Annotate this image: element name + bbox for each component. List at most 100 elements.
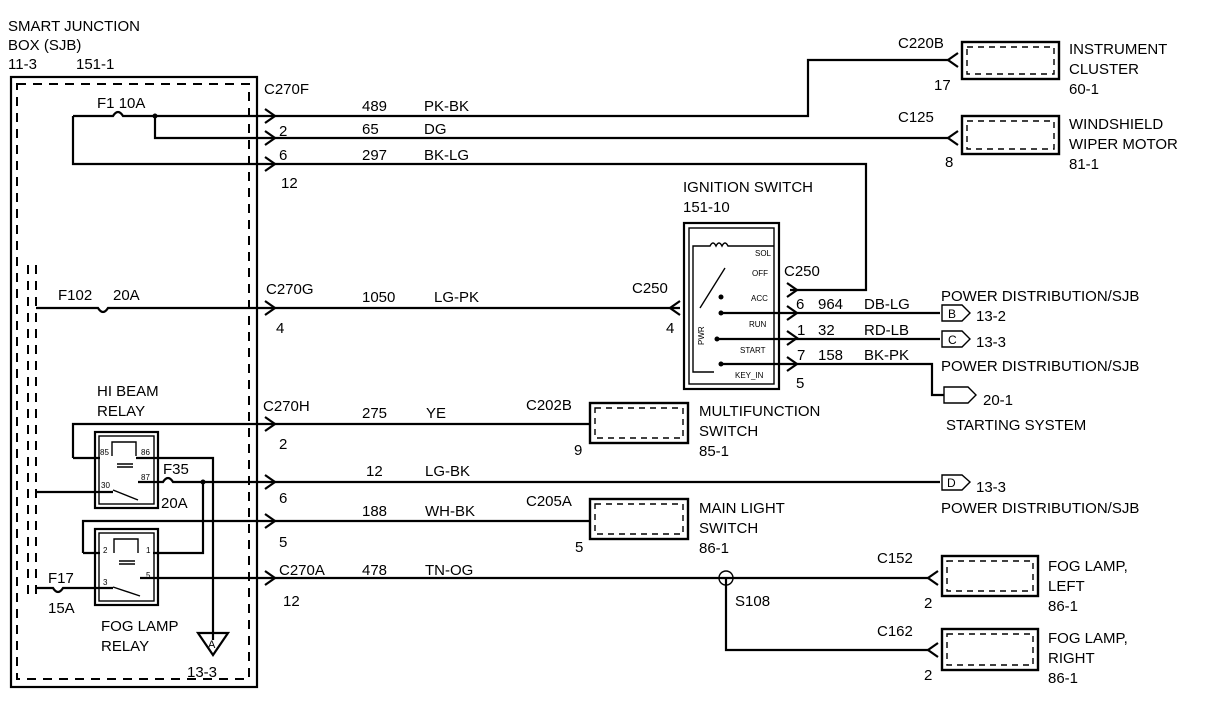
fuse-f17-rating: 15A bbox=[48, 600, 75, 617]
wire-275-color: YE bbox=[426, 405, 446, 422]
c270h-label: C270H bbox=[263, 398, 310, 415]
c125-arrow bbox=[946, 130, 959, 146]
ign-pos-acc: ACC bbox=[751, 294, 768, 303]
splice-dot bbox=[152, 113, 158, 119]
ign-pos-run: RUN bbox=[749, 320, 767, 329]
wire-f1-return bbox=[71, 116, 262, 166]
fog-lamp-relay-box bbox=[93, 527, 160, 607]
sjb-title-line2: BOX (SJB) bbox=[8, 37, 81, 54]
fog-relay-pin-1: 1 bbox=[146, 546, 151, 555]
wire-32-circuit: 32 bbox=[818, 322, 835, 339]
c202b-label: C202B bbox=[526, 397, 572, 414]
multifunction-switch-line1: MULTIFUNCTION bbox=[699, 403, 820, 420]
multifunction-switch-box bbox=[588, 401, 690, 445]
multifunction-switch-inner bbox=[594, 407, 684, 439]
ign-pos-off: OFF bbox=[752, 269, 768, 278]
wire-188-circuit: 188 bbox=[362, 503, 387, 520]
instrument-cluster-box bbox=[960, 40, 1061, 81]
wire-478-color: TN-OG bbox=[425, 562, 473, 579]
c152-arrow bbox=[926, 570, 939, 586]
hi-beam-pin-87: 87 bbox=[141, 473, 150, 482]
fog-lamp-right-box bbox=[940, 627, 1040, 672]
main-light-switch-ref: 86-1 bbox=[699, 540, 729, 557]
c205a-pin: 5 bbox=[575, 539, 583, 556]
wire-158 bbox=[721, 362, 944, 397]
fuse-f1 bbox=[73, 110, 262, 118]
wire-275-circuit: 275 bbox=[362, 405, 387, 422]
fog-lamp-relay-line2: RELAY bbox=[101, 638, 149, 655]
fog-lamp-relay-inner bbox=[98, 532, 155, 602]
ignition-switch-blade bbox=[699, 267, 726, 309]
ignition-switch-title: IGNITION SWITCH bbox=[683, 179, 813, 196]
c125-label: C125 bbox=[898, 109, 934, 126]
wire-f1-branch bbox=[153, 116, 262, 140]
sjb-ref-right: 151-1 bbox=[76, 56, 114, 73]
wire-489 bbox=[262, 58, 948, 118]
fog-lamp-left-line2: LEFT bbox=[1048, 578, 1085, 595]
ignition-switch-ref: 151-10 bbox=[683, 199, 730, 216]
ground-ref-a-letter: A bbox=[208, 639, 216, 651]
offpage-b-label: POWER DISTRIBUTION/SJB bbox=[941, 288, 1139, 305]
c270h-pin-2: 2 bbox=[279, 436, 287, 453]
fuse-f17-id: F17 bbox=[48, 570, 74, 587]
hi-beam-pin-85: 85 bbox=[100, 448, 109, 457]
fog-lamp-left-line1: FOG LAMP, bbox=[1048, 558, 1128, 575]
ignition-sol-coil bbox=[692, 242, 774, 308]
offpage-starting-ref: 20-1 bbox=[983, 392, 1013, 409]
wire-489-circuit: 489 bbox=[362, 98, 387, 115]
c270g-pin: 4 bbox=[276, 320, 284, 337]
fog-relay-coil bbox=[113, 538, 139, 553]
instrument-cluster-inner bbox=[966, 46, 1055, 75]
ign-pos-sol: SOL bbox=[755, 249, 772, 258]
ign-contact-acc bbox=[718, 294, 724, 300]
ground-ref-a-page: 13-3 bbox=[187, 664, 217, 681]
c152-label: C152 bbox=[877, 550, 913, 567]
c250-pin-5: 5 bbox=[796, 375, 804, 392]
wire-489-color: PK-BK bbox=[424, 98, 469, 115]
c220b-label: C220B bbox=[898, 35, 944, 52]
hi-beam-contact bbox=[112, 489, 139, 501]
c270g-arrow bbox=[264, 300, 277, 316]
fuse-f35-rating: 20A bbox=[161, 495, 188, 512]
hi-beam-relay-box bbox=[93, 430, 160, 510]
instrument-cluster-ref: 60-1 bbox=[1069, 81, 1099, 98]
wire-964-circuit: 964 bbox=[818, 296, 843, 313]
wire-478-right bbox=[724, 578, 928, 652]
fog-lamp-right-line1: FOG LAMP, bbox=[1048, 630, 1128, 647]
c162-pin: 2 bbox=[924, 667, 932, 684]
main-light-switch-box bbox=[588, 497, 690, 541]
wire-65-circuit: 65 bbox=[362, 121, 379, 138]
hi-beam-pin-30: 30 bbox=[101, 481, 110, 490]
fog-lamp-right-inner bbox=[946, 633, 1034, 666]
wire-12 bbox=[138, 476, 940, 484]
offpage-b-letter: B bbox=[948, 307, 956, 321]
ignition-switch-box bbox=[682, 221, 781, 391]
c220b-pin: 17 bbox=[934, 77, 951, 94]
main-light-switch-line2: SWITCH bbox=[699, 520, 758, 537]
c270f-label: C270F bbox=[264, 81, 309, 98]
wire-12-color: LG-BK bbox=[425, 463, 470, 480]
offpage-d-letter: D bbox=[947, 476, 956, 490]
c202b-pin: 9 bbox=[574, 442, 582, 459]
fuse-f102-rating: 20A bbox=[113, 287, 140, 304]
fog-lamp-right-ref: 86-1 bbox=[1048, 670, 1078, 687]
instrument-cluster-line1: INSTRUMENT bbox=[1069, 41, 1167, 58]
c270f-arrows bbox=[264, 108, 277, 172]
wire-158-color: BK-PK bbox=[864, 347, 909, 364]
wire-65-color: DG bbox=[424, 121, 447, 138]
ign-pos-key-in: KEY_IN bbox=[735, 371, 764, 380]
main-light-switch-inner bbox=[594, 503, 684, 535]
wiper-motor-line1: WINDSHIELD bbox=[1069, 116, 1163, 133]
wire-1050-color: LG-PK bbox=[434, 289, 479, 306]
fog-relay-contact bbox=[112, 586, 141, 597]
wire-f35-fog-coil bbox=[153, 482, 205, 555]
wiper-motor-box bbox=[960, 114, 1061, 156]
offpage-b-ref: 13-2 bbox=[976, 308, 1006, 325]
c162-arrow bbox=[926, 642, 939, 658]
fog-lamp-relay-line1: FOG LAMP bbox=[101, 618, 179, 635]
c250-right-label: C250 bbox=[784, 263, 820, 280]
fog-relay-pin-3: 3 bbox=[103, 578, 108, 587]
c270f-pin-6: 6 bbox=[279, 147, 287, 164]
c250-left-pin: 4 bbox=[666, 320, 674, 337]
c270f-pin-12: 12 bbox=[281, 175, 298, 192]
